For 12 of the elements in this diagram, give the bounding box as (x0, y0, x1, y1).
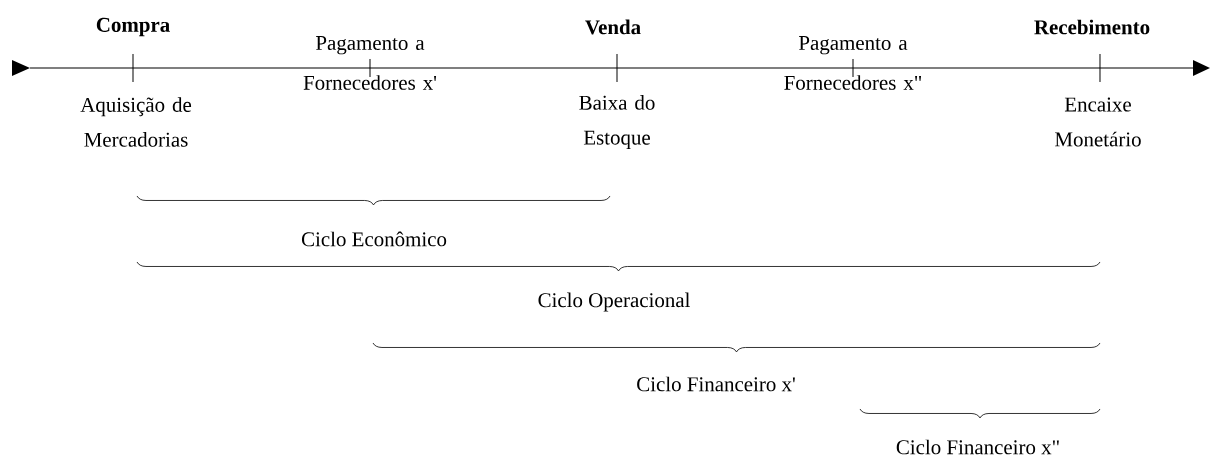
event-label: Aquisição de Mercadorias (80, 97, 192, 147)
event-label: Baixa do Estoque (579, 95, 655, 149)
event-label: Pagamento a Fornecedores x" (784, 36, 922, 90)
event-label: Encaixe Monetário (1055, 97, 1141, 147)
event-label: Pagamento a Fornecedores x' (303, 36, 437, 90)
event-label: Compra (96, 17, 170, 37)
cycle-label: Ciclo Financeiro x' (637, 376, 795, 392)
cycle-label: Ciclo Econômico (301, 231, 447, 247)
event-label: Venda (585, 19, 641, 35)
event-label: Recebimento (1034, 19, 1150, 35)
cycle-label: Ciclo Financeiro x" (896, 439, 1059, 455)
cycle-label: Ciclo Operacional (538, 292, 690, 312)
